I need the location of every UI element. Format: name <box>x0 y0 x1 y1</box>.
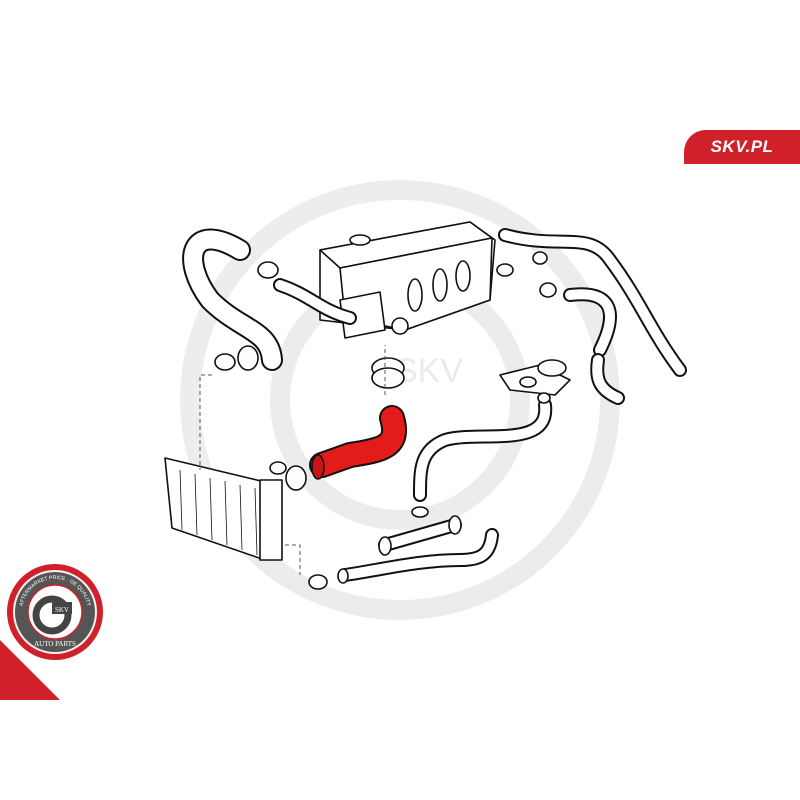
bypass-hose <box>413 392 553 502</box>
radiator <box>164 345 386 575</box>
thermostat-housing <box>499 359 571 396</box>
hose-clamp-upper <box>371 357 405 389</box>
lower-coolant-pipes <box>308 506 499 590</box>
skv-badge: AFTERMARKET PRICE · OE QUALITY SKV AUTO … <box>0 564 103 700</box>
site-brand-label: SKV.PL <box>684 130 800 164</box>
badge-bottom-text: AUTO PARTS <box>34 640 76 648</box>
radiator-hose-highlighted <box>309 405 407 480</box>
badge-center-text: SKV <box>55 606 69 614</box>
right-hoses <box>496 228 687 405</box>
watermark-text: SKV <box>395 352 463 390</box>
upper-left-hose <box>182 228 357 371</box>
cylinder-head <box>319 221 496 339</box>
